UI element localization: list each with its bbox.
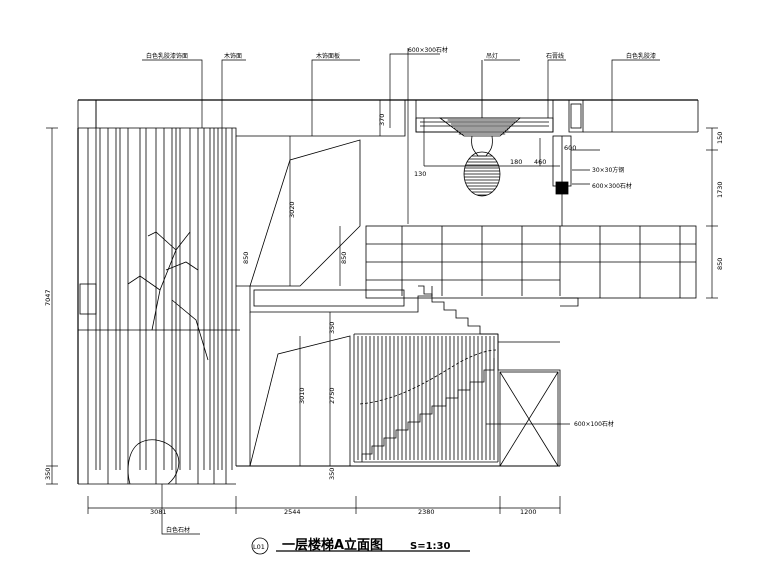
wood-slat-panel — [87, 128, 233, 484]
dim-lower-4: 350 — [328, 468, 336, 480]
dim-ceiling-drop: 370 — [378, 114, 386, 126]
callout-right-3: 600×100石材 — [574, 420, 614, 428]
dim-small-3: 460 — [534, 158, 546, 166]
steel-bracket — [552, 135, 600, 226]
callout-top-6: 石膏线 — [546, 52, 564, 60]
dim-upper: 850 — [340, 252, 348, 264]
callout-top-1: 白色乳胶漆饰面 — [146, 52, 188, 60]
stair-treads — [359, 349, 497, 462]
dim-top-small: 600 — [564, 144, 576, 152]
ceiling-slab — [77, 99, 699, 137]
left-wall — [77, 128, 240, 485]
upper-tile-grid — [365, 225, 697, 307]
dimension-labels: 7047 350 150 1730 850 370 3020 850 850 3… — [44, 114, 724, 516]
staircase — [353, 285, 561, 467]
drawing-scale: S=1:30 — [410, 541, 450, 552]
callout-labels: 白色乳胶漆饰面 木饰面 木饰面板 600×300石材 吊灯 石膏线 白色乳胶漆 … — [146, 46, 656, 534]
dim-mid-height: 3020 — [288, 201, 296, 218]
callout-top-3: 木饰面板 — [316, 52, 340, 60]
callout-top-7: 白色乳胶漆 — [626, 52, 656, 60]
dimension-lines — [46, 48, 718, 514]
drawing-title-text: 一层楼梯A立面图 — [282, 537, 383, 553]
dim-width-3: 2380 — [418, 508, 435, 516]
dim-small-2: 130 — [414, 170, 426, 178]
dim-width-4: 1200 — [520, 508, 537, 516]
dim-total-height: 7047 — [44, 289, 52, 306]
branch-decoration — [127, 231, 209, 485]
callout-top-5: 吊灯 — [486, 52, 498, 60]
dim-lower-3: 350 — [328, 322, 336, 334]
dim-width-1: 3081 — [150, 508, 167, 516]
dim-floor: 350 — [44, 468, 52, 480]
title-tag-circle — [251, 537, 269, 555]
dim-small-4: 180 — [510, 158, 522, 166]
title-tag: L01 — [253, 543, 265, 551]
drawing-title: L01 一层楼梯A立面图 S=1:30 — [253, 537, 450, 553]
leader-lines — [142, 53, 660, 535]
stair-slat-panel — [357, 336, 495, 460]
callout-right-1: 30×30方钢 — [592, 166, 624, 174]
callout-top-2: 木饰面 — [224, 52, 242, 60]
lamp-hatching — [447, 119, 517, 196]
dim-width-2: 2544 — [284, 508, 301, 516]
callout-bottom-1: 白色石材 — [166, 526, 190, 534]
dim-small-1: 850 — [242, 252, 250, 264]
dim-lower-2: 2750 — [328, 387, 336, 404]
dim-lower-1: 3010 — [298, 387, 306, 404]
dim-right-mid: 1730 — [716, 181, 724, 198]
dim-right-top: 150 — [716, 132, 724, 144]
callout-top-4: 600×300石材 — [408, 46, 448, 54]
dim-right-low: 850 — [716, 258, 724, 270]
callout-right-2: 600×300石材 — [592, 182, 632, 190]
